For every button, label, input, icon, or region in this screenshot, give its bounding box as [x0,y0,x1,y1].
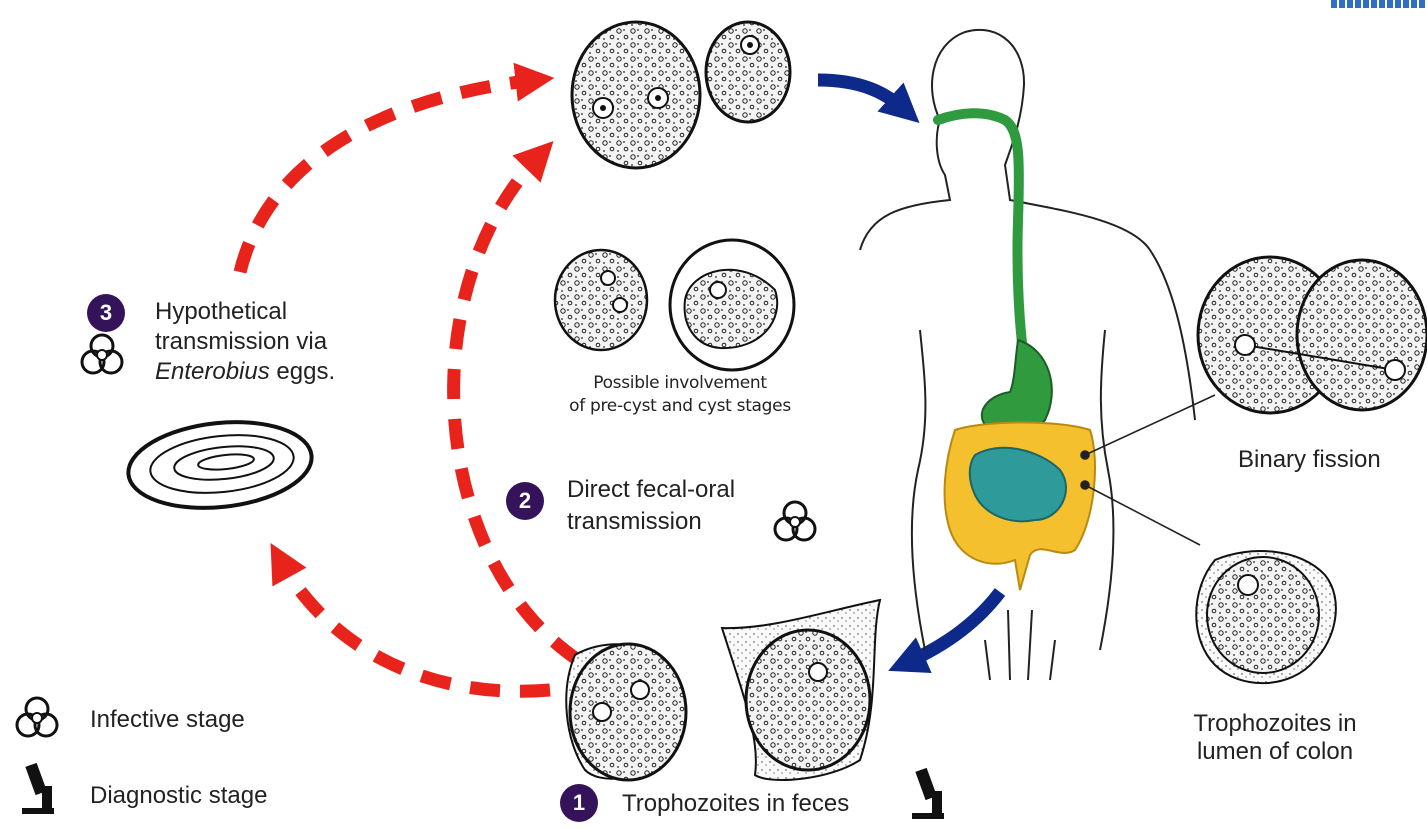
microscope-icon-legend [22,763,54,814]
trophozoite-feces-right [722,600,880,780]
legend-infective-label: Infective stage [90,706,245,734]
stage-3-line2: transmission via [155,328,327,356]
pointer-trophozoites-colon [1085,485,1200,545]
stage-3-badge: 3 [87,294,125,332]
stage-2-line1: Direct fecal-oral [567,476,735,504]
stage-2-line2: transmission [567,508,702,536]
legend-diagnostic-label: Diagnostic stage [90,782,267,810]
trophozoites-colon-line2: lumen of colon [1180,738,1370,766]
top-banner [1331,0,1427,8]
stage-3-line3: Enterobius eggs. [155,358,335,386]
stage-3-line1: Hypothetical [155,298,287,326]
cyst-top-right [706,22,790,122]
trophozoites-colon-label: Trophozoites in lumen of colon [1180,710,1370,767]
cyst-top-left [572,22,700,168]
trophozoite-feces-left [566,644,686,780]
binary-fission-cell [1198,257,1427,413]
digestive-tract [938,113,1095,590]
precyst-line1: Possible involvement [555,372,805,395]
precyst [555,250,647,350]
stage-1-label: Trophozoites in feces [622,790,849,818]
pointer-binary-fission [1085,395,1215,455]
trophozoite-colon-cell [1196,551,1336,683]
cyst-mature [670,240,794,370]
stage-1-badge: 1 [560,784,598,822]
enterobius-egg [124,414,316,517]
body-legs [985,610,1055,680]
biohazard-icon-legend [17,698,57,736]
arrow-enterobius-to-cysts [240,80,535,272]
binary-fission-label: Binary fission [1238,446,1381,474]
microscope-icon-stage1 [912,768,944,819]
stage-3-line3-rest: eggs. [270,358,335,385]
biohazard-icon-stage2 [775,502,815,540]
body-torso-right [1100,330,1113,650]
body-torso-left [912,330,926,650]
precyst-caption: Possible involvement of pre-cyst and cys… [555,372,805,418]
biohazard-icon-stage3 [82,335,122,373]
stage-2-badge: 2 [506,482,544,520]
precyst-line2: of pre-cyst and cyst stages [555,395,805,418]
trophozoites-colon-line1: Trophozoites in [1180,710,1370,738]
arrow-to-mouth [818,80,905,110]
stage-3-genus: Enterobius [155,358,270,385]
solid-arrows [818,80,1000,663]
stomach [982,340,1052,436]
